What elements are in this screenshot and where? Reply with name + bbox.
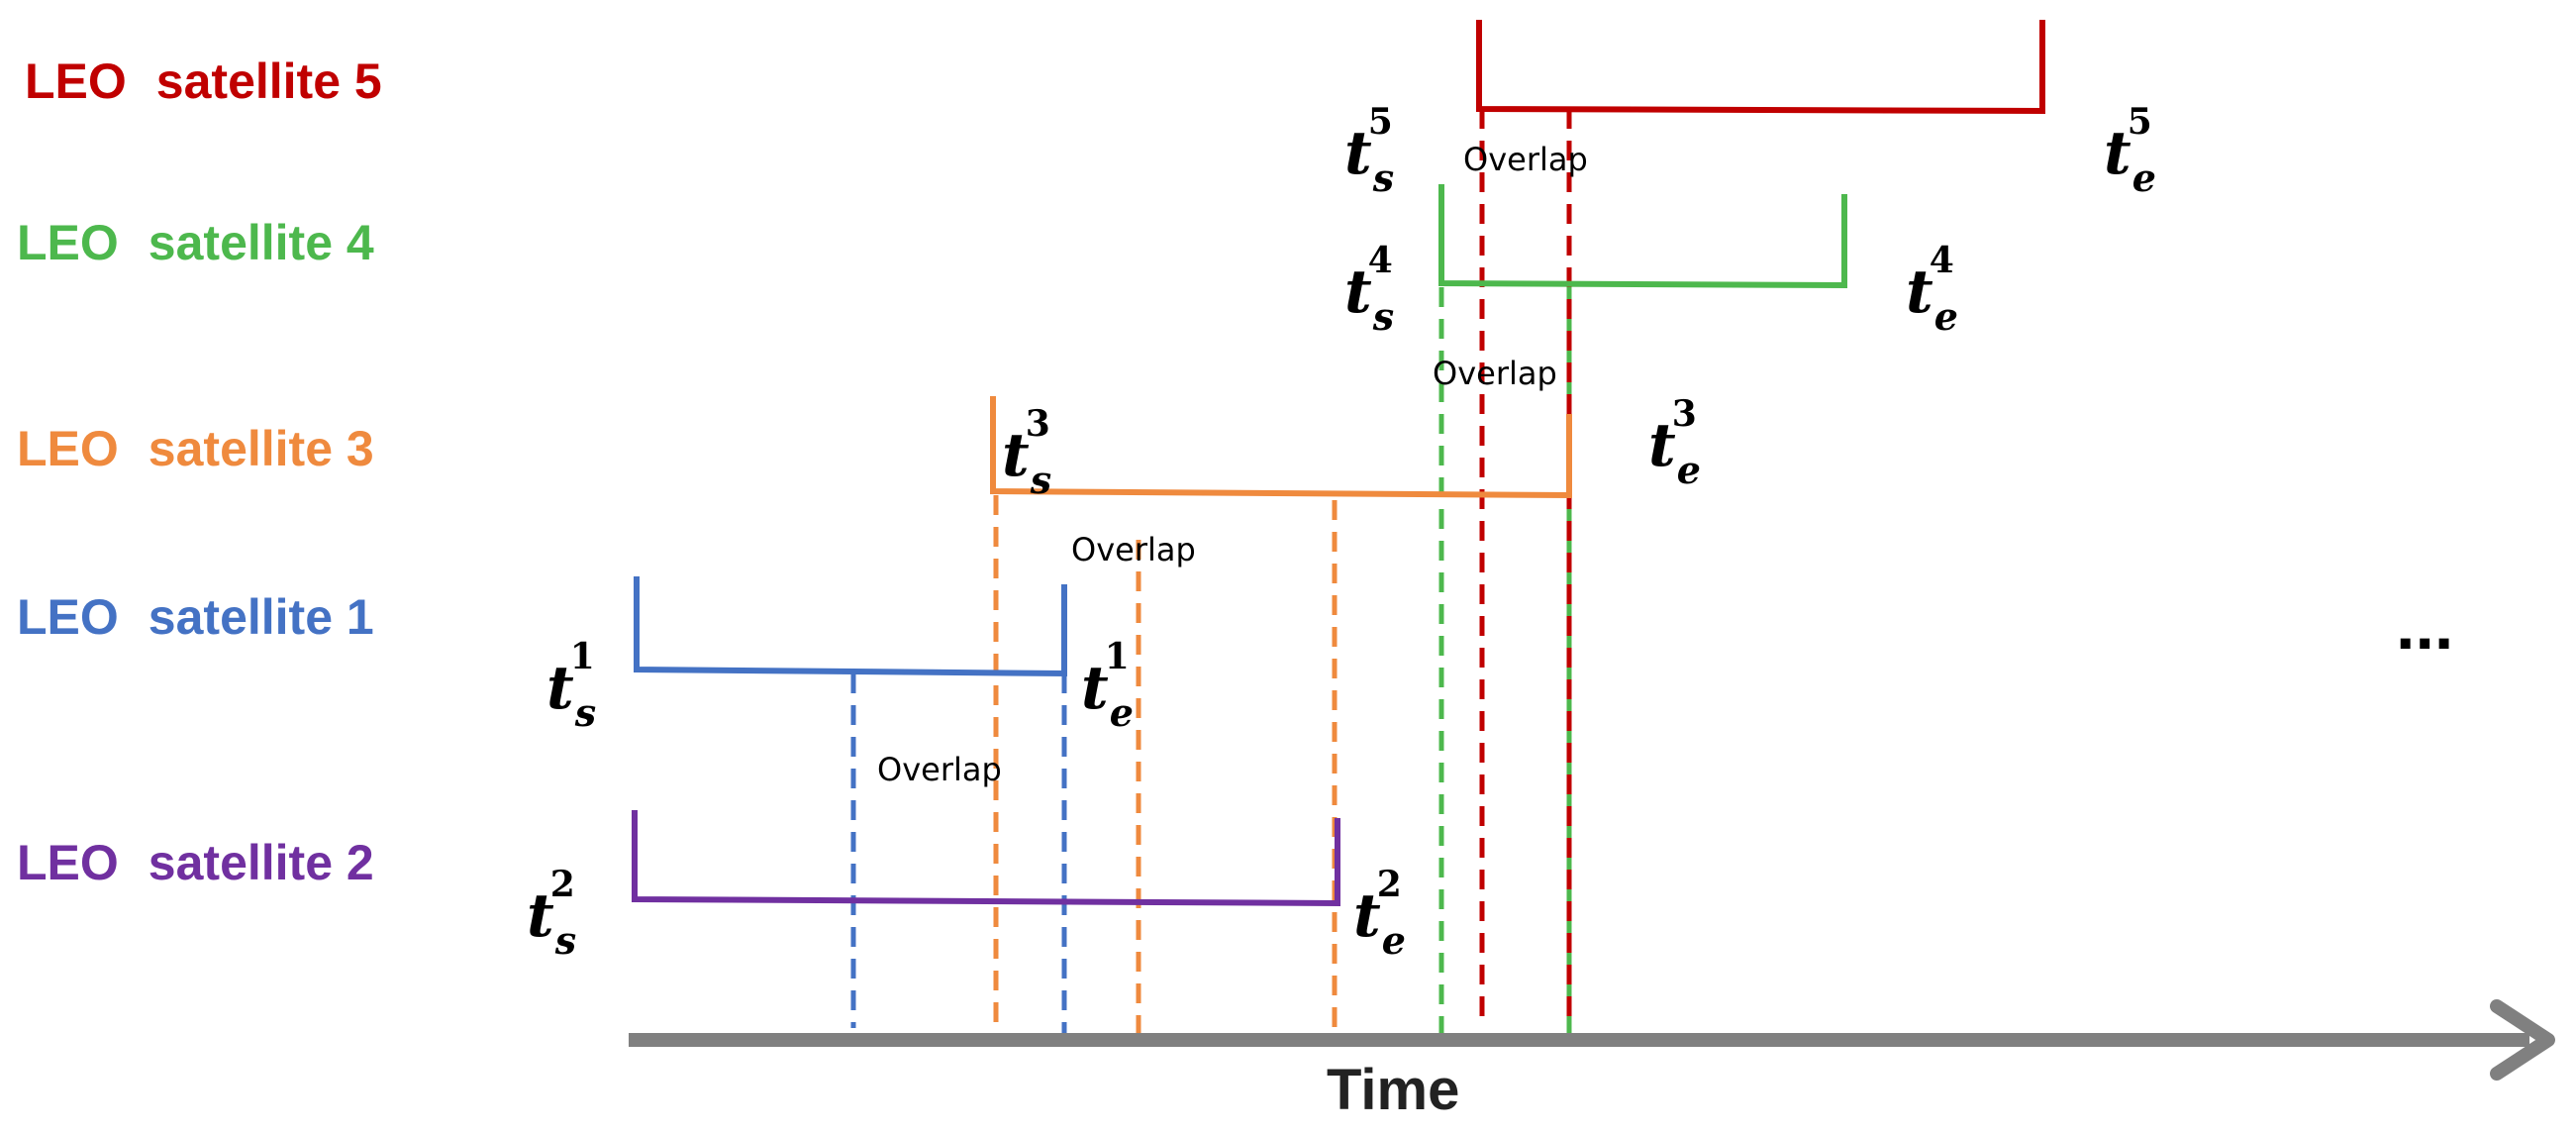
- satellite-1-label-prefix: LEO: [17, 589, 119, 645]
- satellite-5-label-prefix: LEO: [25, 53, 127, 109]
- sat5-visibility-bracket: [1476, 20, 2045, 115]
- sat2-visibility-bracket: [632, 810, 1340, 907]
- overlap-label-sat1-sat3: Overlap: [1071, 531, 1196, 568]
- satellite-1-label: LEO satellite 1: [17, 589, 374, 645]
- satellite-3-label-prefix: LEO: [17, 421, 119, 476]
- overlap-label-sat1-sat2: Overlap: [877, 751, 1002, 788]
- overlap-label-sat3-sat4: Overlap: [1433, 355, 1557, 392]
- sat3-visibility-bracket: [990, 396, 1572, 499]
- satellite-4-label: LEO satellite 4: [17, 215, 374, 270]
- satellite-1-label-name: satellite 1: [149, 589, 374, 645]
- satellite-5-label-name: satellite 5: [156, 53, 382, 109]
- satellite-2-label-prefix: LEO: [17, 835, 119, 890]
- satellite-2-label: LEO satellite 2: [17, 835, 374, 890]
- satellite-4-label-name: satellite 4: [149, 215, 374, 270]
- time-axis-label: Time: [1327, 1058, 1459, 1122]
- overlap-label-sat4-sat5: Overlap: [1463, 141, 1588, 178]
- satellite-3-label: LEO satellite 3: [17, 421, 374, 476]
- time-axis-arrowhead: [2490, 999, 2555, 1081]
- sat4-visibility-bracket: [1438, 184, 1847, 289]
- satellite-5-label: LEO satellite 5: [25, 53, 382, 109]
- satellite-3-label-name: satellite 3: [149, 421, 374, 476]
- sat1-visibility-bracket: [634, 576, 1067, 677]
- satellite-4-label-prefix: LEO: [17, 215, 119, 270]
- satellite-2-label-name: satellite 2: [149, 835, 374, 890]
- continuation-ellipsis: ...: [2396, 586, 2453, 664]
